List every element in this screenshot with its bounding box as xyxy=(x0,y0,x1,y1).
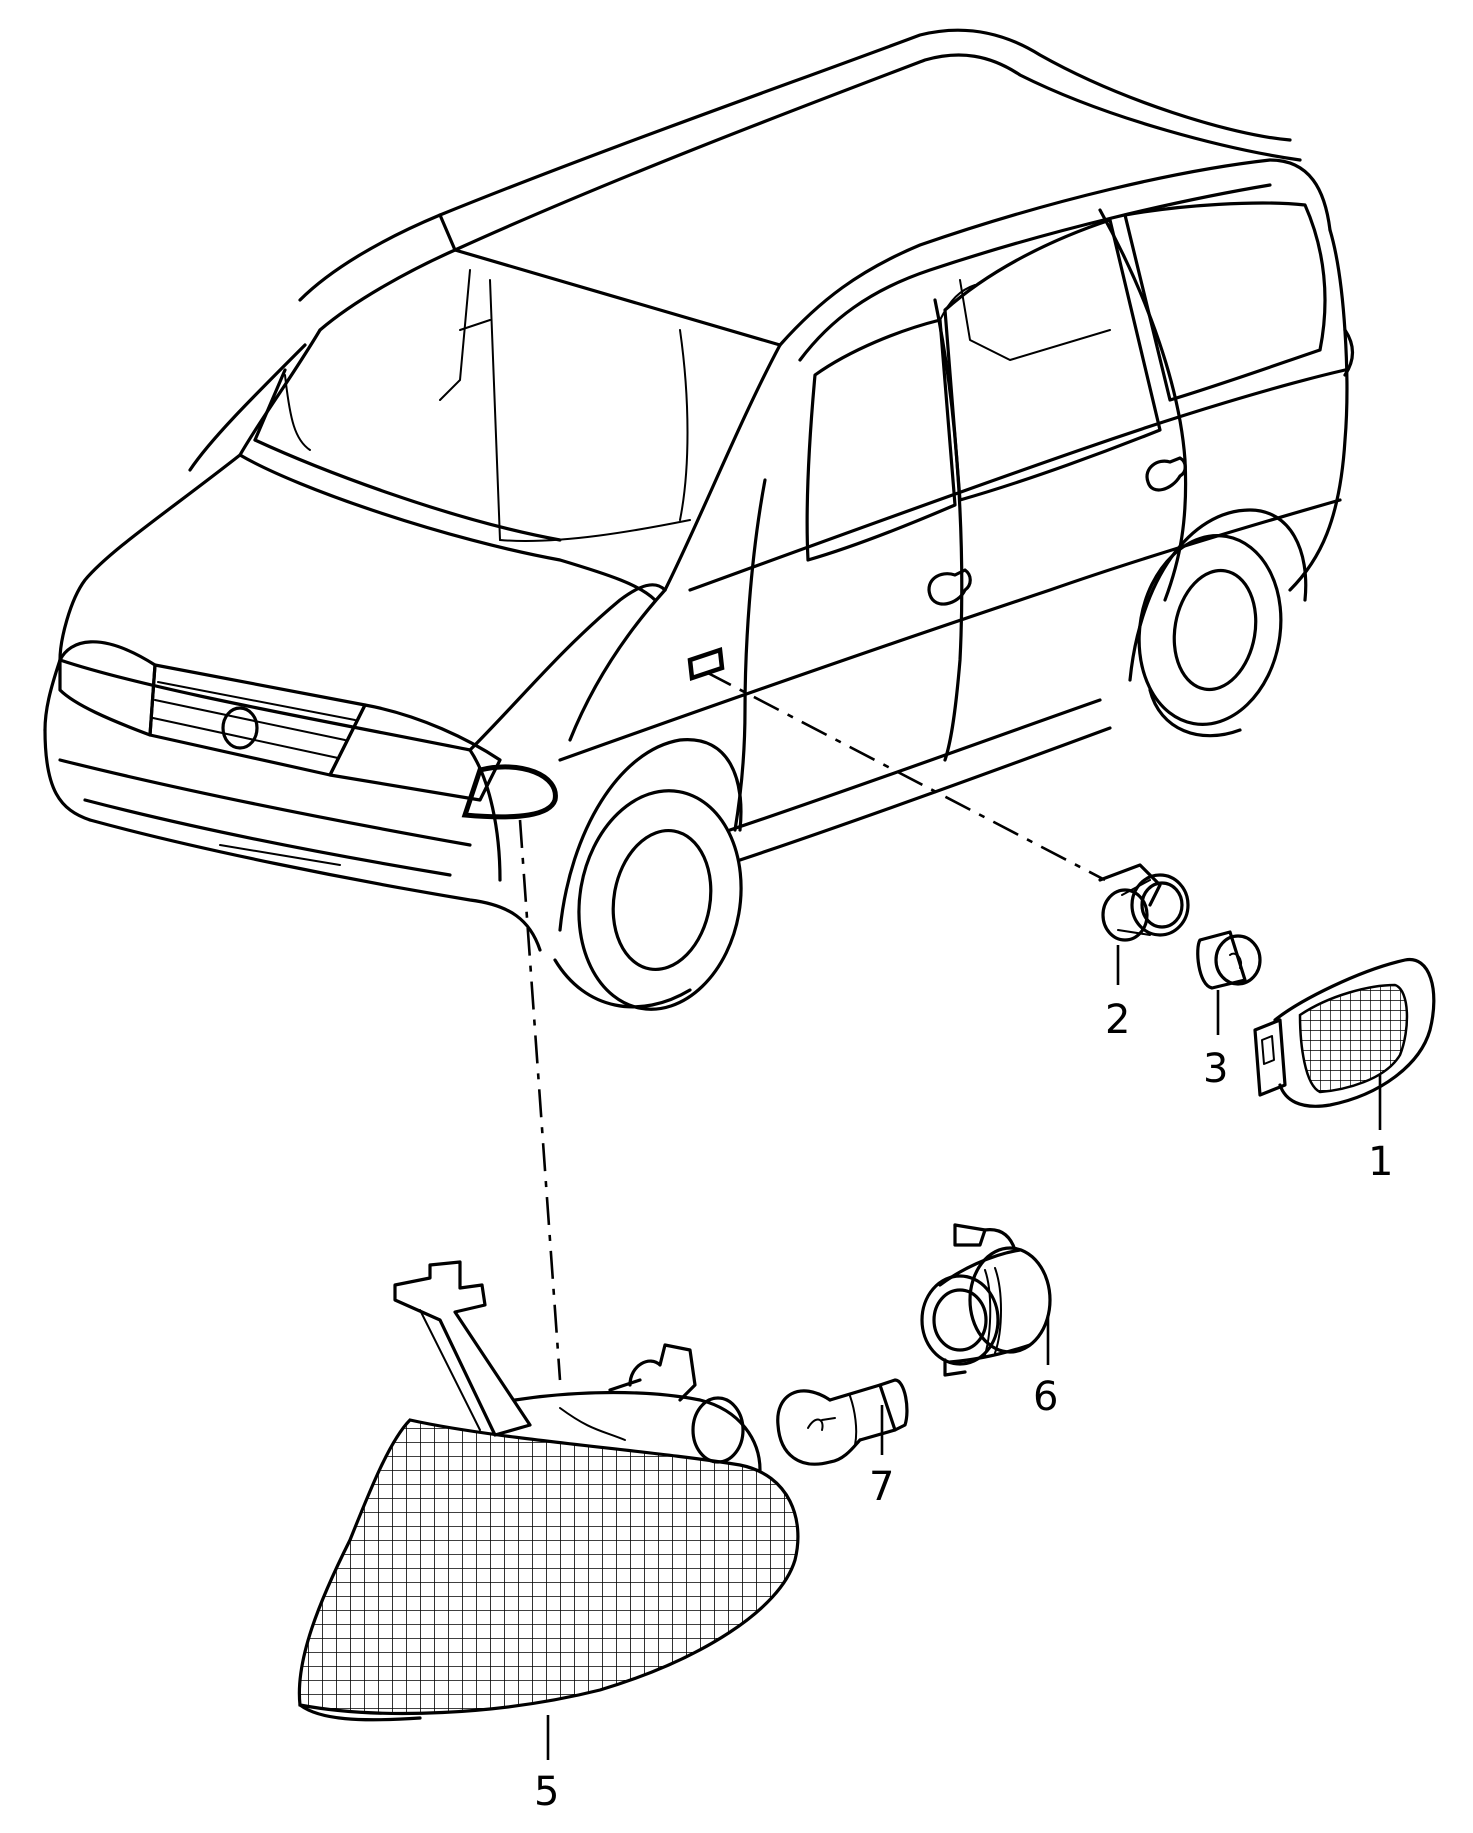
callout-1: 1 xyxy=(1368,1139,1393,1185)
callout-6: 6 xyxy=(1033,1374,1058,1420)
part-socket-turn-signal xyxy=(920,1223,1052,1377)
part-side-marker-lamp xyxy=(1253,958,1436,1108)
leader-dashed-turn-signal xyxy=(518,819,562,1381)
part-turn-signal-lamp xyxy=(297,1260,800,1722)
callout-3: 3 xyxy=(1203,1046,1228,1092)
van-illustration xyxy=(43,28,1355,1011)
callout-7: 7 xyxy=(869,1464,894,1510)
part-bulb-turn-signal xyxy=(776,1378,909,1466)
callout-5: 5 xyxy=(534,1769,559,1815)
leader-dashed-side-marker xyxy=(705,670,1106,882)
part-socket-side-marker xyxy=(1098,863,1190,942)
part-bulb-side-marker xyxy=(1196,930,1262,990)
callout-2: 2 xyxy=(1105,997,1130,1043)
